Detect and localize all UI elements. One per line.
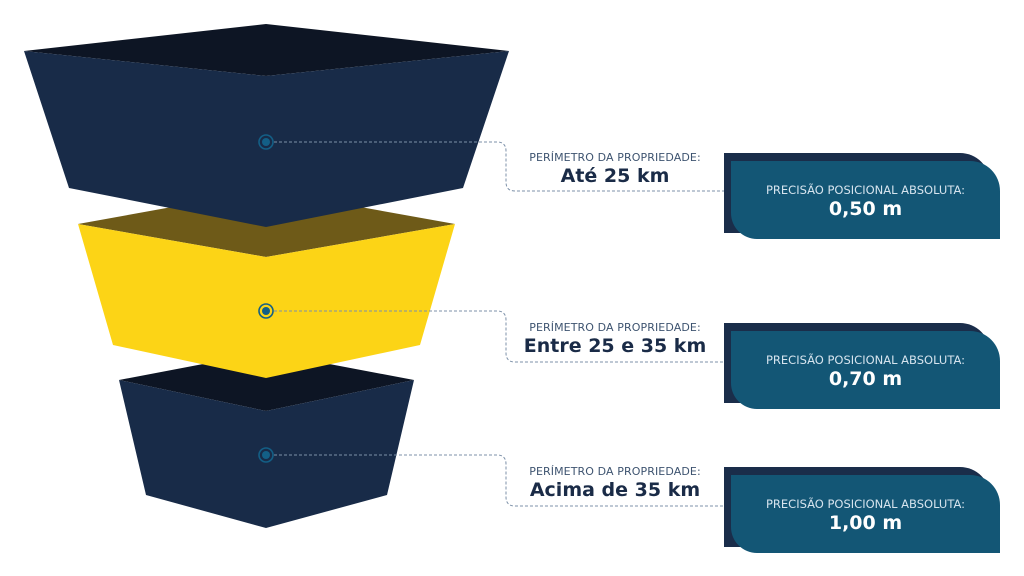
precision-card-tier-1: PRECISÃO POSICIONAL ABSOLUTA: 0,50 m [724, 153, 1000, 239]
connector-tier-1 [274, 141, 726, 192]
perimeter-caption: PERÍMETRO DA PROPRIEDADE: [529, 465, 701, 478]
precision-value: 0,50 m [828, 198, 903, 220]
perimeter-caption: PERÍMETRO DA PROPRIEDADE: [529, 151, 701, 164]
funnel-tier-1 [24, 24, 509, 227]
funnel-tier-3 [119, 352, 414, 528]
perimeter-value: Até 25 km [560, 165, 670, 187]
connector-tier-3 [274, 454, 726, 507]
precision-card-tier-3: PRECISÃO POSICIONAL ABSOLUTA: 1,00 m [724, 467, 1000, 553]
marker-icon [258, 303, 274, 319]
perimeter-label-tier-3: PERÍMETRO DA PROPRIEDADE: Acima de 35 km [510, 465, 720, 501]
perimeter-label-tier-2: PERÍMETRO DA PROPRIEDADE: Entre 25 e 35 … [510, 321, 720, 357]
precision-value: 1,00 m [828, 512, 903, 534]
marker-icon [258, 447, 274, 463]
funnel-tier-1-top-face [24, 24, 509, 76]
perimeter-value: Acima de 35 km [529, 479, 701, 501]
card-front: PRECISÃO POSICIONAL ABSOLUTA: 1,00 m [731, 475, 1000, 553]
connector-tier-2 [274, 310, 726, 363]
perimeter-label-tier-1: PERÍMETRO DA PROPRIEDADE: Até 25 km [510, 151, 720, 187]
precision-card-tier-2: PRECISÃO POSICIONAL ABSOLUTA: 0,70 m [724, 323, 1000, 409]
precision-caption: PRECISÃO POSICIONAL ABSOLUTA: [765, 353, 965, 367]
precision-caption: PRECISÃO POSICIONAL ABSOLUTA: [765, 183, 965, 197]
funnel-tier-2-front-face [78, 224, 455, 378]
perimeter-value: Entre 25 e 35 km [523, 335, 707, 357]
marker-icon [258, 134, 274, 150]
card-front: PRECISÃO POSICIONAL ABSOLUTA: 0,70 m [731, 331, 1000, 409]
precision-value: 0,70 m [828, 368, 903, 390]
funnel-tier-3-top-face [119, 352, 414, 411]
card-front: PRECISÃO POSICIONAL ABSOLUTA: 0,50 m [731, 161, 1000, 239]
precision-caption: PRECISÃO POSICIONAL ABSOLUTA: [765, 497, 965, 511]
perimeter-caption: PERÍMETRO DA PROPRIEDADE: [529, 321, 701, 334]
